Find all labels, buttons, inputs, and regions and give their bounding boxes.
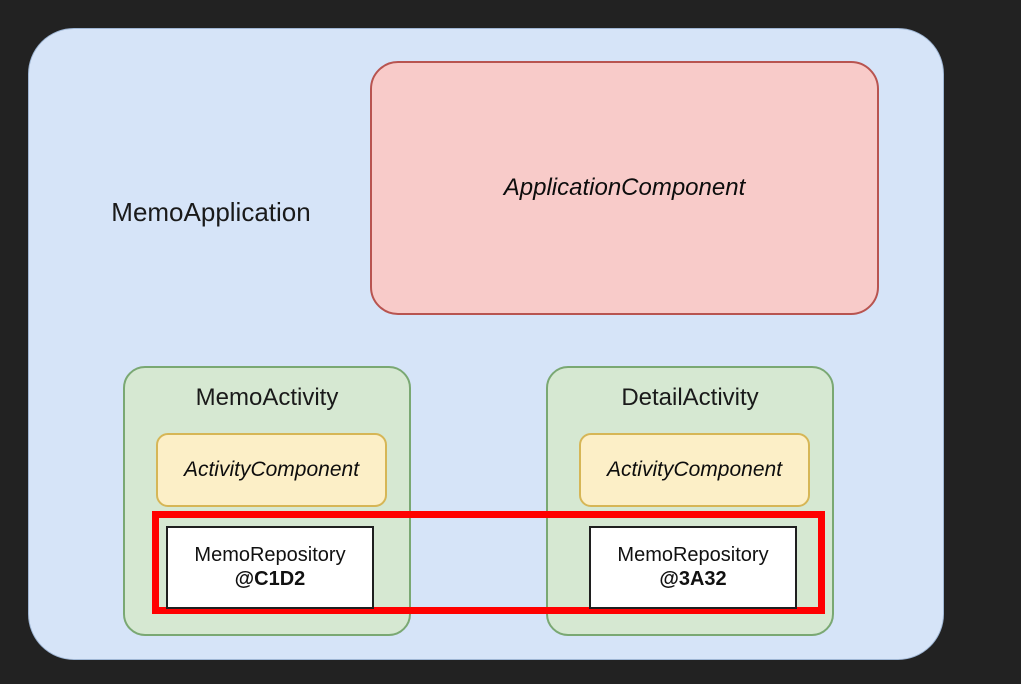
detail-activity-label: DetailActivity — [621, 384, 759, 411]
memo-activity-component-label: ActivityComponent — [183, 458, 360, 481]
memo-application-label: MemoApplication — [111, 197, 311, 227]
memo-activity-component-box: ActivityComponent — [156, 433, 387, 507]
detail-activity-component-box: ActivityComponent — [579, 433, 810, 507]
memo-activity-repository-box: MemoRepository @C1D2 — [166, 526, 374, 609]
memo-activity-repository-name: MemoRepository — [194, 544, 346, 566]
application-component-label: ApplicationComponent — [503, 174, 746, 201]
memo-application-scope: MemoApplication ApplicationComponent Mem… — [28, 28, 944, 660]
detail-activity-scope: DetailActivity ActivityComponent MemoRep… — [546, 366, 834, 636]
application-component-box: ApplicationComponent — [370, 61, 879, 315]
memo-activity-label: MemoActivity — [195, 384, 339, 411]
detail-activity-repository-hash: @3A32 — [659, 568, 727, 590]
memo-activity-scope: MemoActivity ActivityComponent MemoRepos… — [123, 366, 411, 636]
detail-activity-component-label: ActivityComponent — [606, 458, 783, 481]
detail-activity-repository-box: MemoRepository @3A32 — [589, 526, 797, 609]
detail-activity-repository-name: MemoRepository — [617, 544, 769, 566]
memo-activity-repository-hash: @C1D2 — [234, 568, 306, 590]
